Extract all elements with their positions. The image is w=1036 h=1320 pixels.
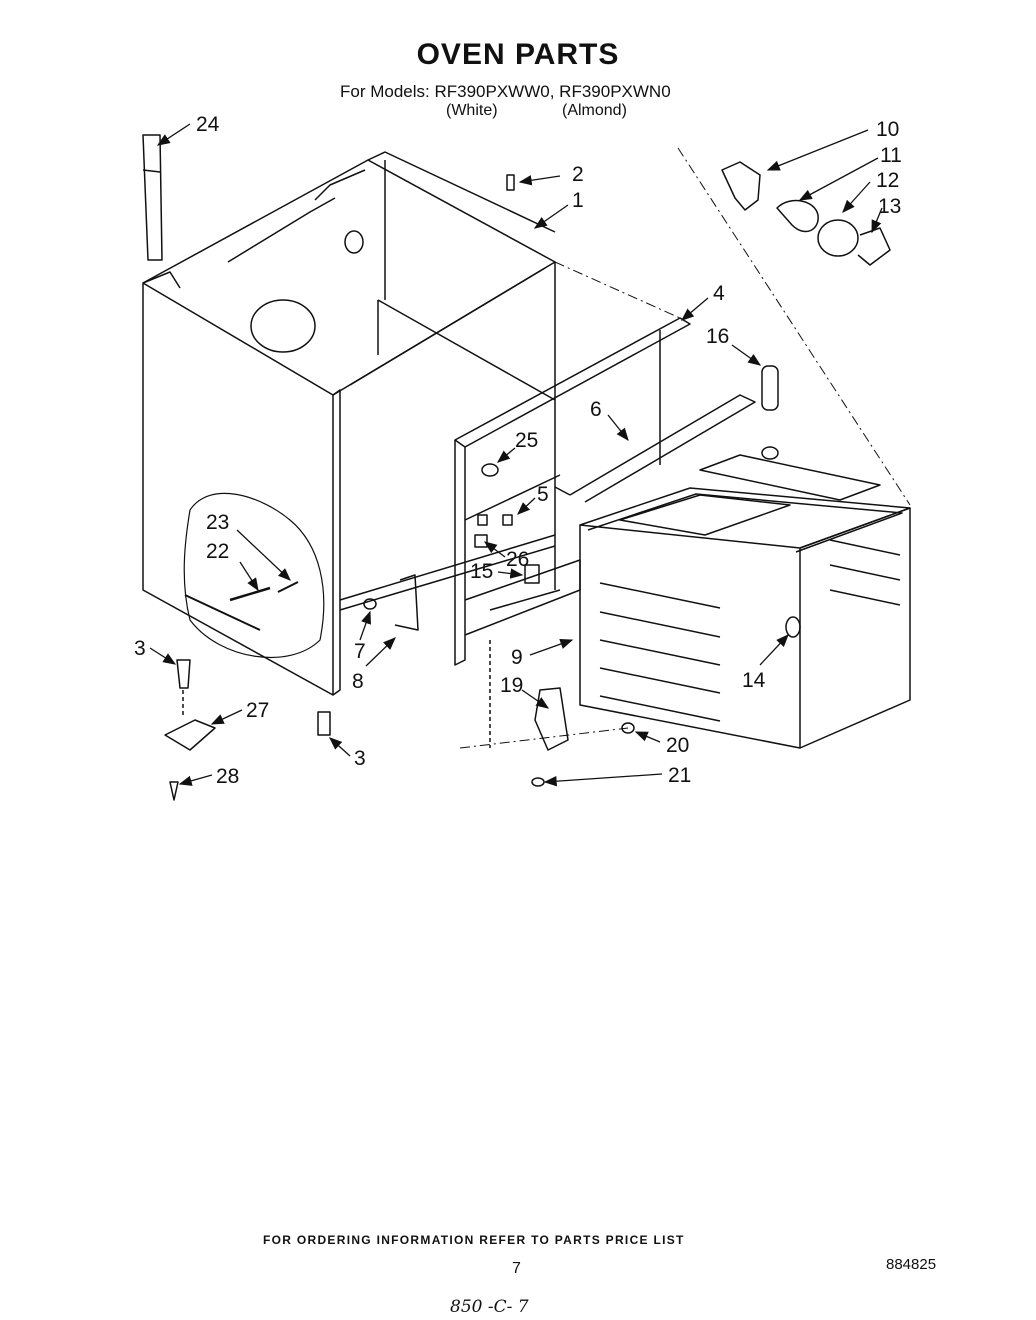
label-part-5: 5 bbox=[537, 483, 549, 506]
label-part-27: 27 bbox=[246, 699, 269, 722]
label-part-22: 22 bbox=[206, 540, 229, 563]
guide-lines bbox=[459, 147, 911, 749]
label-part-11: 11 bbox=[880, 144, 902, 167]
part-labels: 24 2 1 10 11 12 13 4 16 6 25 5 23 22 26 … bbox=[134, 113, 902, 788]
label-part-16: 16 bbox=[706, 325, 729, 348]
label-part-7: 7 bbox=[354, 640, 366, 663]
label-part-8: 8 bbox=[352, 670, 364, 693]
label-part-15: 15 bbox=[470, 560, 493, 583]
handwritten-note: 850 -C- 7 bbox=[450, 1297, 529, 1317]
leader-arrows bbox=[149, 123, 883, 787]
label-part-1: 1 bbox=[572, 189, 584, 212]
color-almond: (Almond) bbox=[562, 102, 627, 119]
label-part-23: 23 bbox=[206, 511, 229, 534]
label-part-3a: 3 bbox=[134, 637, 146, 660]
light-assembly bbox=[721, 161, 891, 266]
models-line: For Models: RF390PXWW0, RF390PXWN0 bbox=[340, 82, 671, 101]
label-part-21: 21 bbox=[668, 764, 691, 787]
label-part-25: 25 bbox=[515, 429, 538, 452]
bake-element bbox=[554, 394, 756, 503]
label-part-20: 20 bbox=[666, 734, 689, 757]
front-frame bbox=[454, 317, 691, 666]
ordering-info-footer: FOR ORDERING INFORMATION REFER TO PARTS … bbox=[263, 1233, 685, 1247]
color-white: (White) bbox=[446, 102, 498, 119]
label-part-26: 26 bbox=[506, 548, 529, 571]
label-part-2: 2 bbox=[572, 163, 584, 186]
label-part-4: 4 bbox=[713, 282, 725, 305]
oven-liner bbox=[579, 454, 911, 749]
document-number: 884825 bbox=[886, 1256, 937, 1273]
label-part-6: 6 bbox=[590, 398, 602, 421]
label-part-24: 24 bbox=[196, 113, 220, 136]
page-number: 7 bbox=[512, 1260, 521, 1277]
label-part-9: 9 bbox=[511, 646, 523, 669]
page-title: OVEN PARTS bbox=[416, 38, 620, 71]
label-part-3b: 3 bbox=[354, 747, 366, 770]
leveling-parts bbox=[164, 659, 331, 801]
label-part-28: 28 bbox=[216, 765, 239, 788]
label-part-14: 14 bbox=[742, 669, 766, 692]
oven-cabinet bbox=[142, 151, 556, 696]
vent-trim bbox=[142, 134, 163, 261]
label-part-10: 10 bbox=[876, 118, 899, 141]
label-part-19: 19 bbox=[500, 674, 523, 697]
label-part-13: 13 bbox=[878, 195, 901, 218]
label-part-12: 12 bbox=[876, 169, 899, 192]
sensor-bulb bbox=[761, 365, 779, 460]
